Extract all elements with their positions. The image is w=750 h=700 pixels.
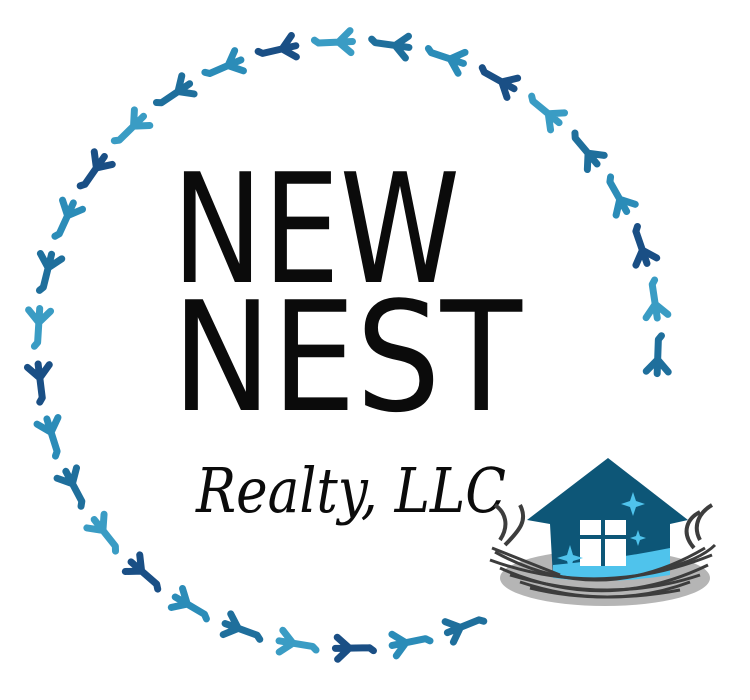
bird-footprint-icon	[23, 360, 53, 406]
bird-footprint-icon	[51, 196, 87, 240]
bird-footprint-icon	[76, 148, 116, 190]
bird-footprint-icon	[368, 32, 413, 62]
bird-footprint-icon	[632, 223, 661, 269]
bird-footprint-icon	[642, 332, 672, 378]
bird-footprint-icon	[642, 276, 672, 322]
bird-footprint-icon	[152, 72, 198, 107]
logo-text-nest: NEST	[172, 269, 523, 446]
bird-footprint-icon	[424, 45, 469, 77]
bird-footprint-icon	[25, 305, 55, 350]
bird-footprint-icon	[254, 31, 300, 61]
bird-footprint-icon	[571, 129, 608, 174]
bird-footprint-icon	[219, 610, 264, 643]
bird-footprint-icon	[35, 250, 66, 294]
bird-footprint-icon	[33, 414, 62, 460]
bird-footprint-icon	[53, 464, 86, 510]
bird-footprint-icon	[83, 510, 120, 555]
logo-text-realty: Realty, LLC	[195, 454, 506, 527]
bird-footprint-icon	[478, 64, 522, 101]
logo-text-new: NEW	[172, 141, 460, 318]
bird-footprint-icon	[121, 551, 162, 593]
bird-footprint-icon	[201, 47, 247, 77]
bird-footprint-icon	[606, 173, 639, 219]
bird-footprint-icon	[167, 585, 210, 623]
bird-footprint-icon	[528, 92, 569, 134]
bird-footprint-icon	[441, 616, 488, 646]
bird-footprint-icon	[388, 630, 434, 660]
bird-footprint-icon	[331, 633, 377, 663]
house-in-nest-icon	[489, 458, 717, 606]
bird-footprint-icon	[110, 106, 154, 145]
footprint-ring	[23, 27, 672, 663]
bird-footprint-icon	[275, 626, 320, 656]
bird-footprint-icon	[310, 27, 356, 57]
